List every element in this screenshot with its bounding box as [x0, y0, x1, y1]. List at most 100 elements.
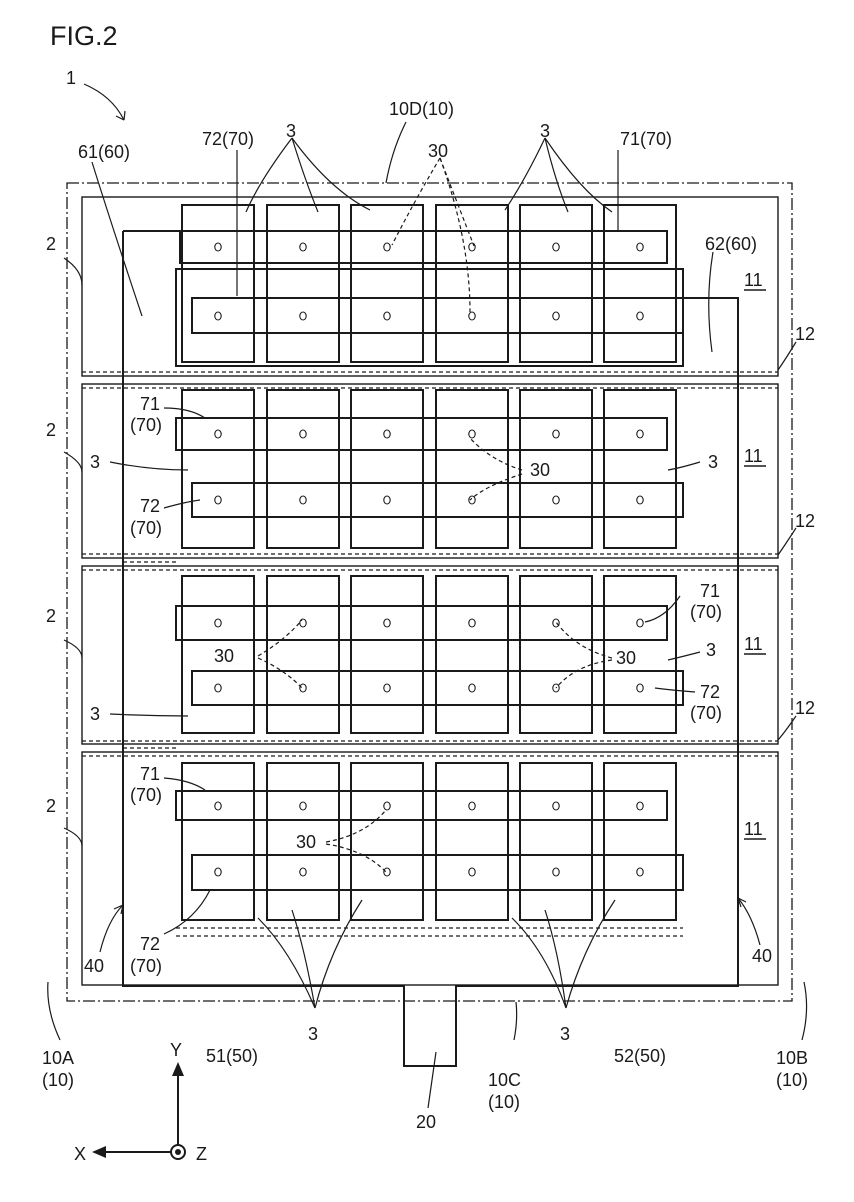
via-30 — [384, 430, 390, 438]
y-arrow-icon — [172, 1062, 184, 1076]
cell-frames — [82, 197, 778, 985]
svg-text:3: 3 — [308, 1024, 318, 1044]
svg-text:12: 12 — [795, 511, 815, 531]
svg-text:3: 3 — [708, 452, 718, 472]
svg-text:(70): (70) — [130, 518, 162, 538]
via-30 — [300, 496, 306, 504]
svg-text:(10): (10) — [488, 1092, 520, 1112]
via-30 — [300, 430, 306, 438]
via-30 — [215, 496, 221, 504]
via-30 — [637, 430, 643, 438]
comb-finger-71 — [176, 791, 667, 820]
svg-text:12: 12 — [795, 698, 815, 718]
svg-text:(10): (10) — [776, 1070, 808, 1090]
svg-text:12: 12 — [795, 324, 815, 344]
cell-frame-1 — [82, 197, 778, 376]
via-30 — [637, 802, 643, 810]
svg-text:10C: 10C — [488, 1070, 521, 1090]
comb-finger-72 — [192, 855, 683, 890]
cell-frame-4 — [82, 752, 778, 985]
svg-text:(70): (70) — [690, 703, 722, 723]
svg-text:30: 30 — [530, 460, 550, 480]
via-30 — [215, 868, 221, 876]
via-30 — [637, 496, 643, 504]
svg-text:71: 71 — [140, 394, 160, 414]
svg-text:(70): (70) — [130, 956, 162, 976]
element-cell-3 — [351, 763, 423, 920]
svg-text:40: 40 — [752, 946, 772, 966]
via-30 — [637, 868, 643, 876]
svg-text:72: 72 — [700, 682, 720, 702]
svg-text:72: 72 — [140, 934, 160, 954]
via-30 — [384, 243, 390, 251]
svg-text:20: 20 — [416, 1112, 436, 1132]
comb-finger-72 — [192, 298, 683, 333]
element-cell-3 — [267, 205, 339, 362]
via-30 — [300, 312, 306, 320]
via-30 — [469, 312, 475, 320]
svg-text:61(60): 61(60) — [78, 142, 130, 162]
element-cell-3 — [604, 763, 676, 920]
via-30 — [300, 802, 306, 810]
svg-text:11: 11 — [744, 270, 763, 290]
svg-text:72(70): 72(70) — [202, 129, 254, 149]
comb-finger-71 — [176, 418, 667, 450]
reference-labels: 1 10D(10) 61(60) 72(70) 3 30 3 71(70) 62… — [42, 68, 815, 1164]
svg-text:71: 71 — [140, 764, 160, 784]
comb-finger-72 — [192, 671, 683, 705]
svg-text:30: 30 — [428, 141, 448, 161]
element-cell-3 — [182, 763, 254, 920]
element-cell-3 — [604, 576, 676, 733]
via-30 — [215, 684, 221, 692]
svg-text:3: 3 — [706, 640, 716, 660]
via-30 — [300, 868, 306, 876]
element-cell-3 — [520, 763, 592, 920]
svg-text:30: 30 — [214, 646, 234, 666]
svg-text:Y: Y — [170, 1040, 182, 1060]
svg-text:52(50): 52(50) — [614, 1046, 666, 1066]
svg-text:2: 2 — [46, 606, 56, 626]
svg-text:30: 30 — [296, 832, 316, 852]
via-30 — [215, 802, 221, 810]
via-30 — [469, 496, 475, 504]
element-cell-3 — [267, 390, 339, 548]
svg-text:2: 2 — [46, 420, 56, 440]
element-cells — [182, 205, 676, 920]
comb-finger-72 — [192, 483, 683, 517]
element-cell-3 — [436, 390, 508, 548]
svg-text:51(50): 51(50) — [206, 1046, 258, 1066]
via-30 — [215, 430, 221, 438]
via-30 — [553, 312, 559, 320]
coordinate-axes — [92, 1062, 185, 1159]
svg-text:3: 3 — [540, 121, 550, 141]
svg-text:3: 3 — [90, 452, 100, 472]
svg-text:3: 3 — [90, 704, 100, 724]
via-30 — [300, 619, 306, 627]
element-cell-3 — [351, 576, 423, 733]
via-30 — [384, 802, 390, 810]
via-30 — [469, 243, 475, 251]
element-cell-3 — [351, 390, 423, 548]
element-cell-3 — [182, 205, 254, 362]
element-cell-3 — [436, 576, 508, 733]
svg-text:3: 3 — [560, 1024, 570, 1044]
svg-text:(70): (70) — [130, 415, 162, 435]
via-30 — [469, 430, 475, 438]
cell-frame-3 — [82, 566, 778, 744]
dashed-boundaries — [123, 562, 683, 936]
via-30 — [469, 868, 475, 876]
element-cell-3 — [604, 390, 676, 548]
via-30 — [637, 312, 643, 320]
via-30 — [215, 243, 221, 251]
svg-text:Z: Z — [196, 1144, 207, 1164]
svg-text:71: 71 — [700, 581, 720, 601]
via-30 — [637, 243, 643, 251]
svg-text:(70): (70) — [690, 602, 722, 622]
figure-title: FIG.2 — [50, 21, 118, 51]
via-30 — [384, 496, 390, 504]
via-30 — [553, 802, 559, 810]
leader-lines — [48, 84, 807, 1108]
via-30 — [215, 619, 221, 627]
